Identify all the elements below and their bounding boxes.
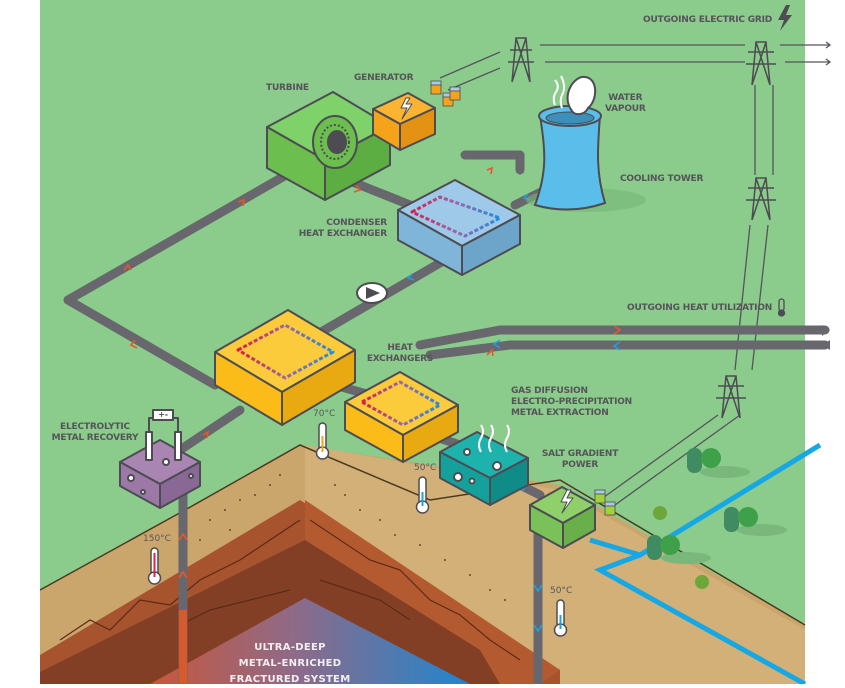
label-condenser-line2: HEAT EXCHANGER bbox=[298, 229, 387, 239]
metal-extraction-unit bbox=[439, 431, 529, 506]
label-deep-line1: ULTRA-DEEP bbox=[254, 642, 326, 653]
condenser-heat-exchanger bbox=[397, 179, 521, 276]
thermometer-icon bbox=[777, 298, 786, 317]
label-outgoing-heat-utilization: OUTGOING HEAT UTILIZATION bbox=[627, 303, 773, 313]
label-heat-exchangers: HEAT EXCHANGERS bbox=[360, 343, 440, 365]
water-line bbox=[589, 442, 822, 684]
salt-gradient-power-unit bbox=[529, 486, 596, 549]
label-heat-exchangers-line1: HEAT bbox=[387, 343, 413, 353]
label-salt-gradient-line1: SALT GRADIENT bbox=[541, 449, 619, 459]
bush-icon bbox=[653, 506, 709, 589]
ground-edge bbox=[39, 444, 806, 626]
gas-wisps bbox=[478, 424, 510, 453]
vapour-wisps bbox=[552, 75, 566, 109]
grid-arrows bbox=[825, 41, 832, 66]
tree-icon bbox=[687, 448, 750, 478]
label-salt-gradient: SALT GRADIENT POWER bbox=[535, 449, 625, 471]
substation bbox=[430, 80, 461, 107]
turbine-unit bbox=[266, 91, 391, 201]
label-turbine: TURBINE bbox=[266, 83, 309, 93]
sand-specks bbox=[199, 474, 506, 601]
temp-after-extraction: 50°C bbox=[414, 463, 437, 473]
label-outgoing-electric-grid: OUTGOING ELECTRIC GRID bbox=[643, 15, 773, 25]
temp-production-well: 150°C bbox=[143, 534, 171, 544]
tree-icon bbox=[647, 535, 711, 564]
primary-heat-exchanger bbox=[214, 309, 356, 426]
label-condenser-line1: CONDENSER bbox=[326, 218, 387, 228]
label-generator: GENERATOR bbox=[354, 73, 414, 83]
label-electrolytic: ELECTROLYTIC METAL RECOVERY bbox=[45, 422, 145, 444]
label-deep-line2: METAL-ENRICHED bbox=[238, 658, 342, 669]
generator-unit bbox=[372, 92, 436, 151]
label-water-vapour-line1: WATER bbox=[608, 93, 643, 103]
secondary-heat-exchanger bbox=[344, 371, 459, 463]
label-water-vapour-line2: VAPOUR bbox=[605, 104, 646, 114]
flow-arrows-hot bbox=[123, 166, 622, 579]
label-cooling-tower: COOLING TOWER bbox=[620, 174, 704, 184]
electrolytic-unit bbox=[119, 409, 201, 509]
label-gas-diffusion-line1: GAS DIFFUSION bbox=[511, 386, 588, 396]
label-gas-diffusion-line3: METAL EXTRACTION bbox=[511, 408, 609, 418]
label-gas-diffusion: GAS DIFFUSION ELECTRO-PRECIPITATION META… bbox=[511, 386, 632, 419]
incoming-heat-arrow bbox=[822, 340, 830, 350]
label-heat-exchangers-line2: EXCHANGERS bbox=[366, 354, 434, 364]
pylon-icon bbox=[746, 177, 776, 221]
pylon-icon bbox=[716, 375, 746, 419]
label-electrolytic-line1: ELECTROLYTIC bbox=[60, 422, 130, 432]
pylon-icon bbox=[746, 41, 776, 86]
deep-fractured-system bbox=[150, 598, 470, 684]
thermometer-icon bbox=[415, 476, 430, 514]
temp-after-heat-exchanger: 70°C bbox=[313, 409, 336, 419]
label-deep-fractured-system: ULTRA-DEEP METAL-ENRICHED FRACTURED SYST… bbox=[225, 640, 355, 688]
power-lines bbox=[439, 44, 830, 511]
tree-icon bbox=[724, 507, 787, 536]
thermometer-icon bbox=[147, 547, 162, 585]
thermometer-icon bbox=[315, 422, 330, 460]
production-well-hot bbox=[179, 610, 187, 684]
label-condenser: CONDENSER HEAT EXCHANGER bbox=[297, 218, 387, 240]
label-water-vapour: WATER VAPOUR bbox=[605, 93, 646, 115]
outgoing-heat-arrow bbox=[822, 325, 830, 336]
cooling-tower bbox=[526, 75, 646, 212]
rock-cracks bbox=[59, 519, 521, 661]
label-salt-gradient-line2: POWER bbox=[561, 460, 599, 470]
temp-injection-well: 50°C bbox=[550, 586, 573, 596]
battery-symbol: +- bbox=[158, 410, 168, 419]
label-electrolytic-line2: METAL RECOVERY bbox=[51, 433, 139, 443]
label-gas-diffusion-line2: ELECTRO-PRECIPITATION bbox=[511, 397, 633, 407]
label-deep-line3: FRACTURED SYSTEM bbox=[229, 674, 351, 685]
substation bbox=[594, 489, 616, 516]
pylon-icon bbox=[508, 37, 534, 83]
lightning-icon bbox=[778, 5, 792, 31]
thermometer-icon bbox=[553, 599, 568, 637]
pump-icon bbox=[356, 282, 388, 304]
